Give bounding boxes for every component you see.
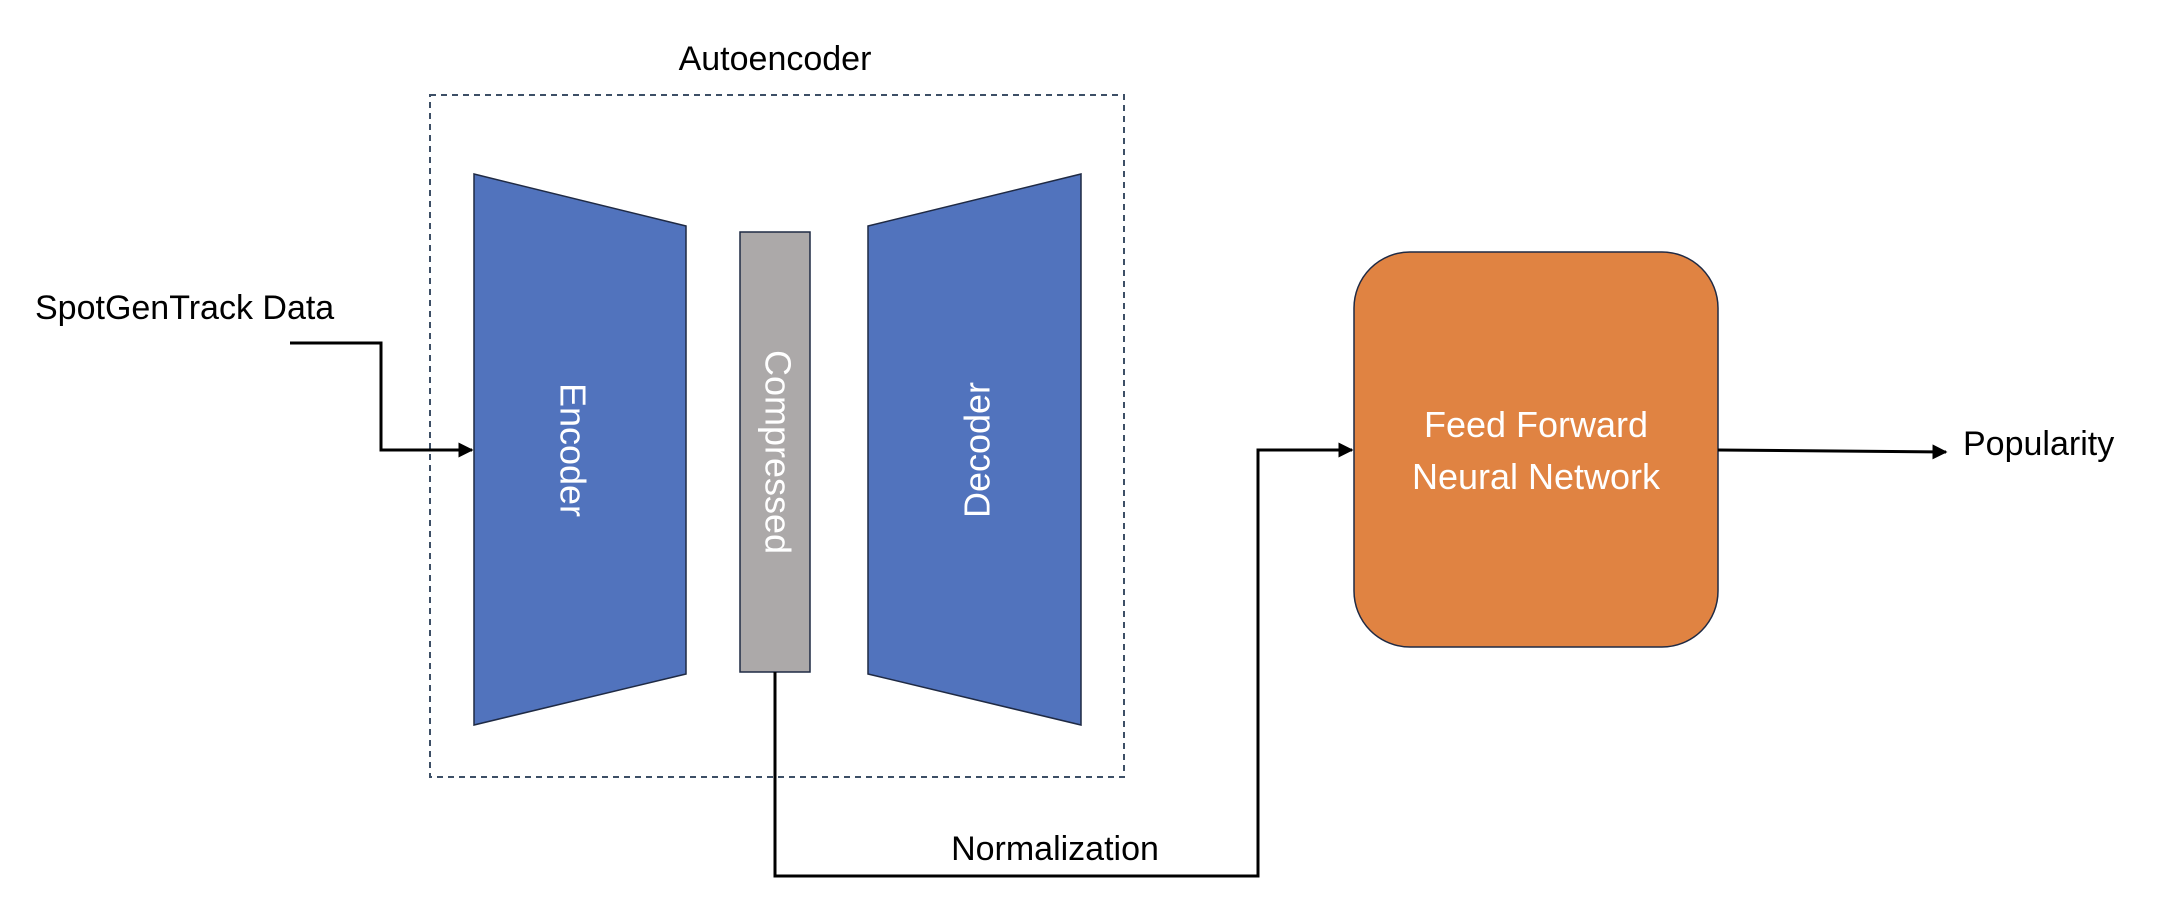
autoencoder-title: Autoencoder — [679, 40, 872, 78]
input-label: SpotGenTrack Data — [35, 289, 334, 327]
compressed-label: Compressed — [757, 350, 798, 554]
neural-network-block — [1353, 251, 1719, 648]
decoder-block — [867, 173, 1082, 726]
encoder-label: Encoder — [552, 383, 593, 517]
neural-network-label-line1: Feed Forward — [1424, 404, 1648, 445]
encoder-block — [473, 173, 687, 726]
output-arrow — [1717, 444, 1948, 460]
normalization-arrow — [773, 442, 1354, 878]
normalization-label: Normalization — [951, 830, 1159, 868]
input-arrow — [290, 341, 474, 458]
compressed-block — [739, 231, 811, 673]
decoder-label: Decoder — [957, 382, 998, 518]
neural-network-label-line2: Neural Network — [1412, 456, 1661, 497]
autoencoder-container — [429, 94, 1125, 778]
output-label: Popularity — [1963, 425, 2114, 463]
